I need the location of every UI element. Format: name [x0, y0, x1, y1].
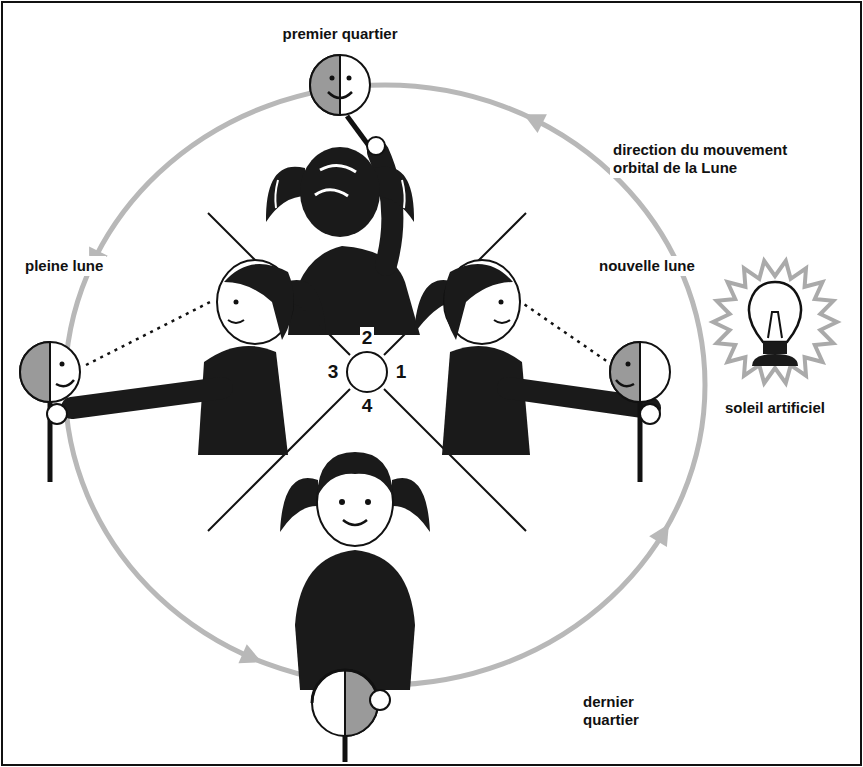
- callout-number: 1: [394, 361, 409, 384]
- phase-label: premier quartier: [279, 24, 400, 44]
- callout-number: 3: [326, 361, 341, 384]
- callout-number: 4: [360, 395, 375, 418]
- girl-facing-left: [20, 260, 326, 482]
- earth-circle: [347, 352, 387, 392]
- callout-number: 2: [360, 327, 375, 350]
- phase-label: dernier quartier: [580, 692, 676, 730]
- orbit-arrowhead: [524, 114, 547, 133]
- orbit-arrowhead: [238, 644, 261, 663]
- girl-front-view: [280, 452, 430, 762]
- orbit-arrowhead: [649, 524, 669, 547]
- phase-label: nouvelle lune: [596, 256, 698, 276]
- lamp-label: soleil artificiel: [722, 398, 828, 418]
- phase-label: pleine lune: [22, 256, 106, 276]
- lamp-symbol: [713, 261, 837, 383]
- orbit-note: direction du mouvement orbital de la Lun…: [610, 140, 816, 178]
- girl-facing-right: [414, 260, 670, 482]
